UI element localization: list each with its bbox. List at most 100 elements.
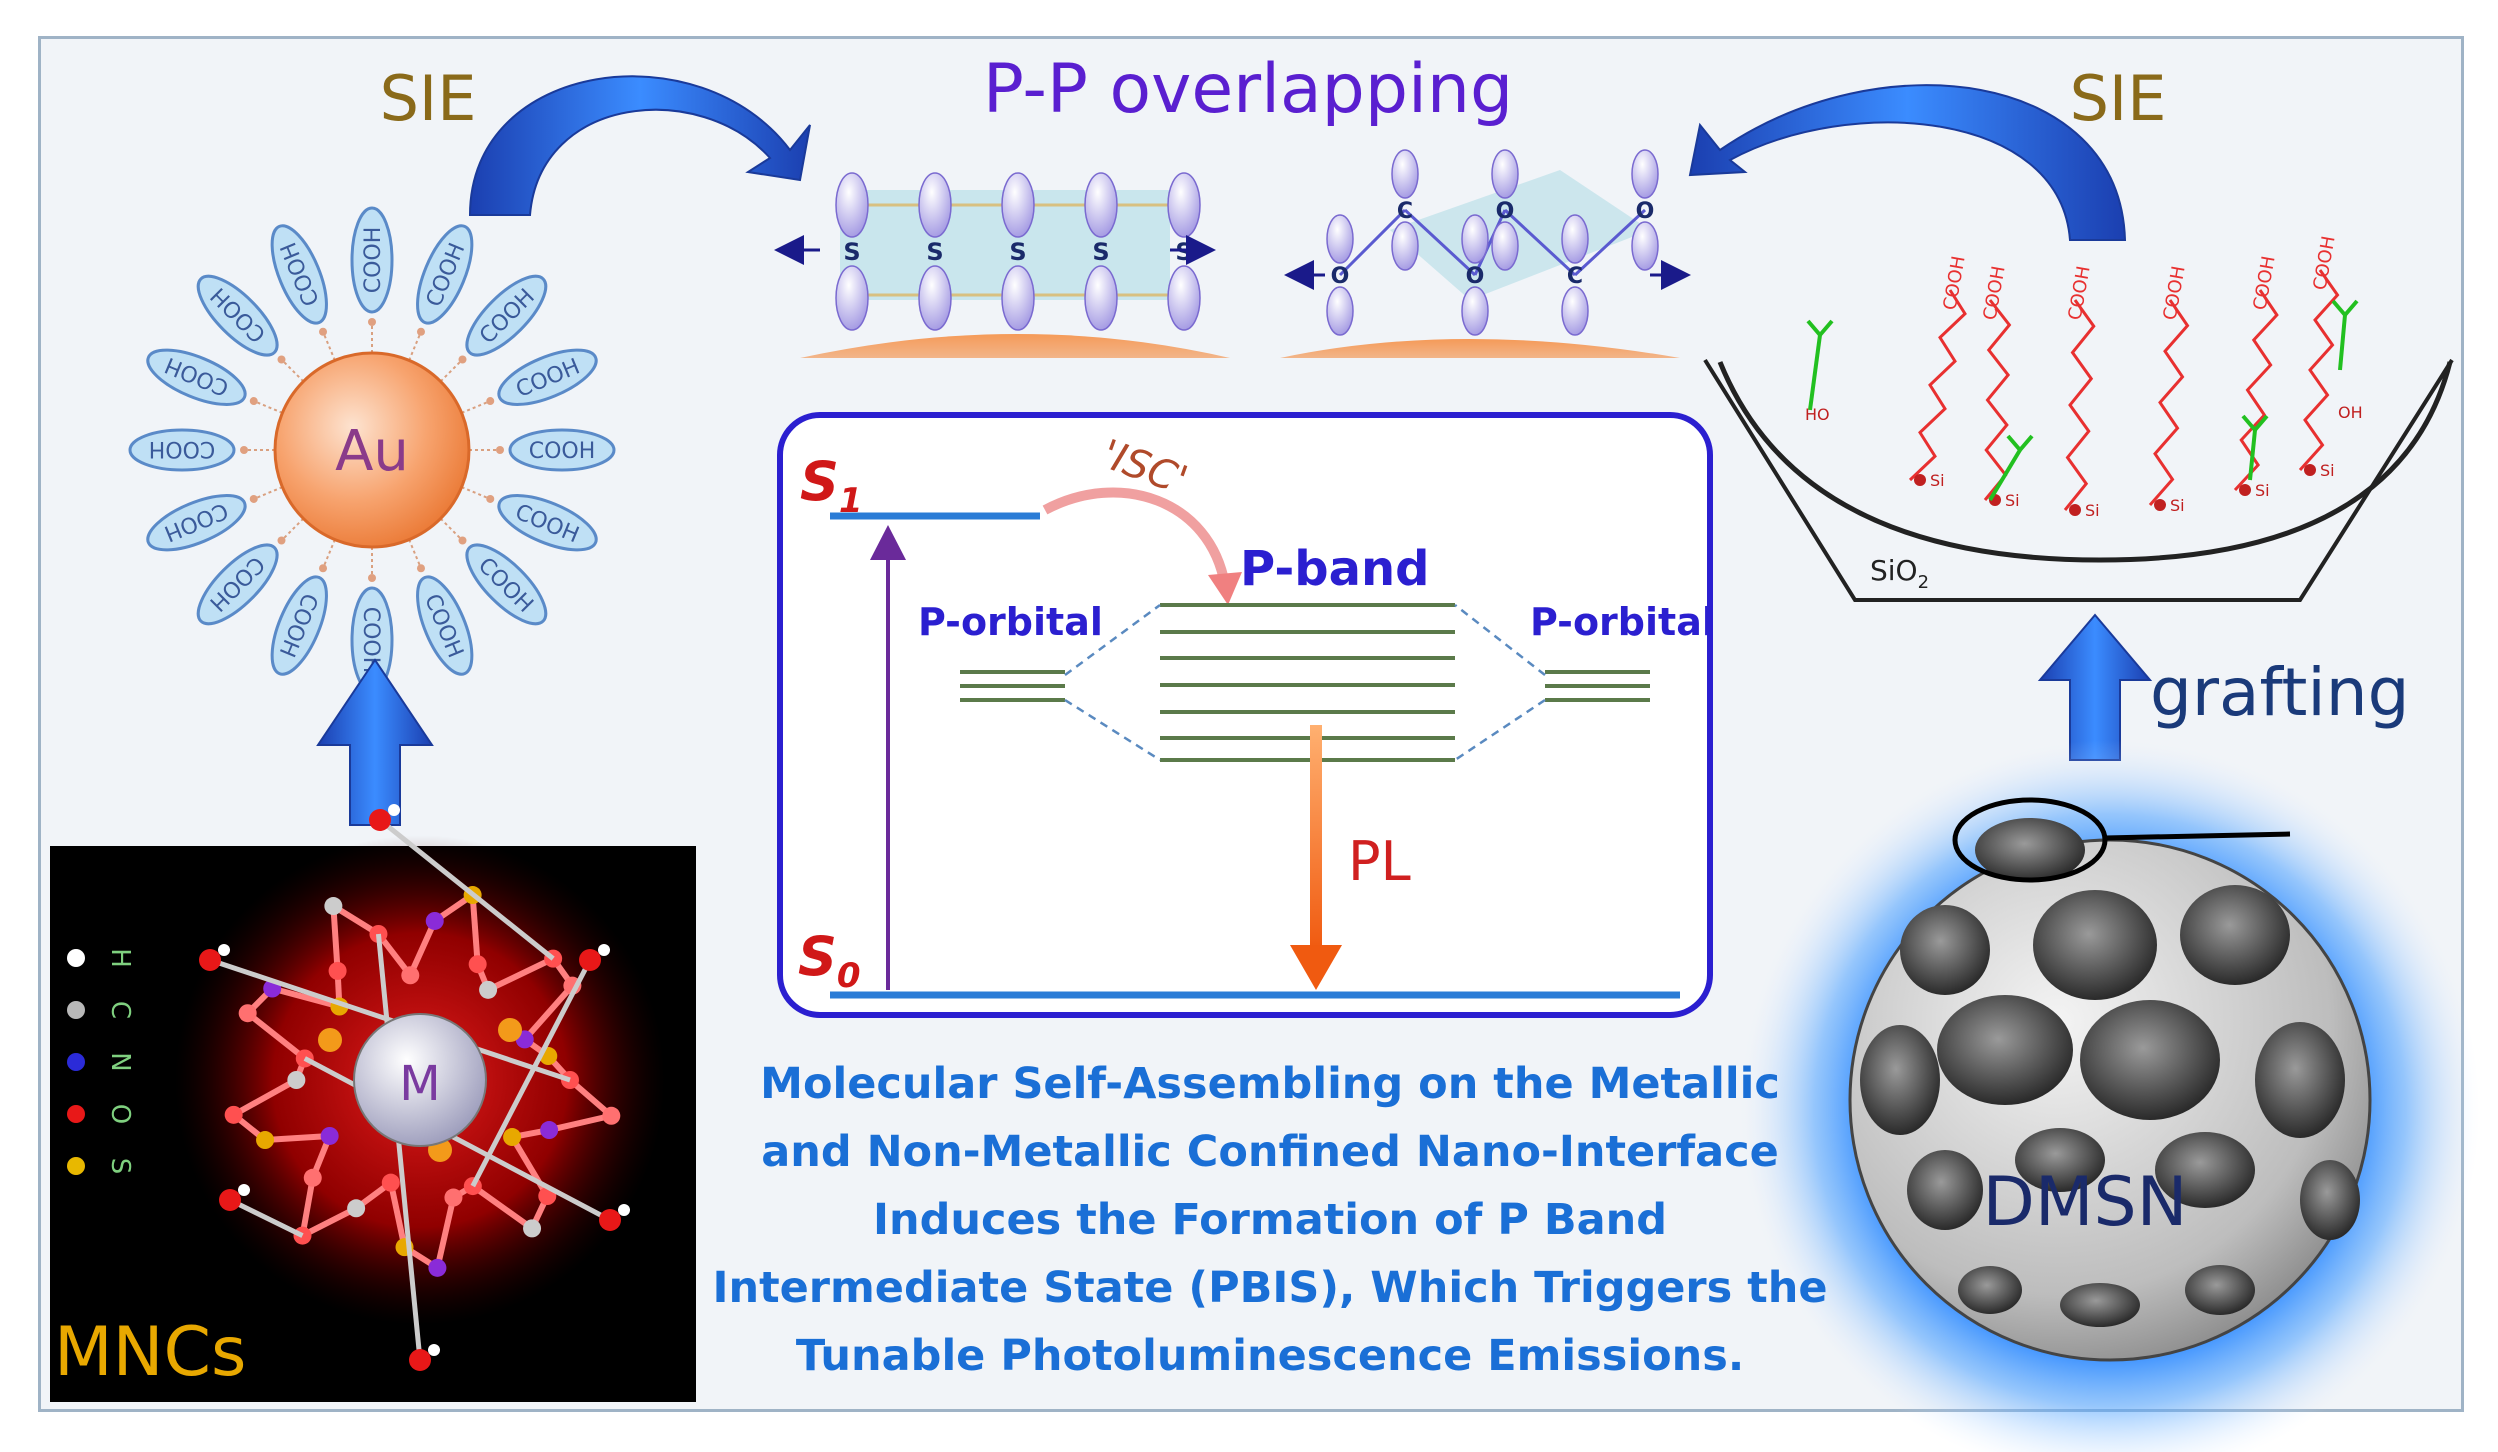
sie-right-label: SIE — [2070, 62, 2167, 135]
ligand-tether — [408, 539, 422, 569]
green-ligand — [1988, 448, 2022, 502]
cooh-chain — [2148, 299, 2190, 506]
si-anchor — [2239, 484, 2251, 496]
au-core — [273, 351, 471, 549]
pp-overlapping-title: P-P overlapping — [983, 50, 1513, 129]
pz-lobe-bottom — [1391, 221, 1419, 271]
bond — [301, 1205, 358, 1239]
atom — [401, 966, 420, 985]
cooh-chain — [1908, 289, 1967, 482]
pore — [2080, 1000, 2220, 1120]
atom-label: O — [1466, 264, 1485, 289]
pz-lobe-bottom — [918, 265, 952, 331]
cooh-ellipse — [146, 494, 247, 552]
cooh-ligand: COOH — [270, 575, 328, 676]
bond — [264, 1132, 330, 1144]
metal-core-label: M — [399, 1056, 440, 1112]
terminal-hydrogen — [428, 1344, 440, 1356]
terminal-hydrogen — [598, 944, 610, 956]
caption-line-5: Tunable Photoluminescence Emissions. — [795, 1331, 1745, 1381]
sulfur-dot — [319, 564, 328, 573]
chain-cooh-label: COOH — [1980, 264, 2010, 321]
cooh-ligand: COOH — [128, 428, 236, 472]
cooh-ellipse — [508, 428, 616, 472]
legend-symbol: H — [105, 948, 135, 968]
sulfur-dot — [416, 327, 425, 336]
ligand-tether — [439, 358, 464, 383]
sulfur-atom-label: S — [926, 238, 943, 266]
cooh-ellipse — [270, 224, 328, 325]
cooh-ligand: COOH — [416, 224, 474, 325]
bond — [486, 955, 555, 993]
atom — [468, 955, 487, 974]
cooh-ellipse — [497, 494, 598, 552]
pz-lobe-top — [1391, 149, 1419, 199]
p-orbital-right-label: P-orbital — [1530, 600, 1715, 644]
legend-dot — [67, 1001, 85, 1019]
sulfur-atom-label: S — [843, 238, 860, 266]
cooh-ellipse — [416, 224, 474, 325]
sulfur-atom-label: S — [1175, 238, 1192, 266]
bond — [434, 1196, 457, 1269]
atom — [523, 1219, 542, 1238]
pz-lobe-bottom — [1561, 286, 1589, 336]
atom — [320, 1126, 339, 1145]
pore — [1958, 1266, 2022, 1314]
si-label: Si — [2085, 501, 2100, 520]
p-band-levels — [1160, 603, 1455, 762]
dmsn-particle: DMSN — [1740, 740, 2480, 1452]
caption-line-2: and Non-Metallic Confined Nano-Interface — [761, 1127, 1779, 1177]
atom — [444, 1188, 463, 1207]
green-ligand-branch — [2241, 414, 2257, 432]
green-ligand-branch — [2331, 299, 2347, 317]
legend-symbol: O — [105, 1104, 135, 1124]
sulfur-atom-label: S — [1092, 238, 1109, 266]
pz-lobe-top — [1167, 172, 1201, 238]
pore — [2180, 885, 2290, 985]
si-anchor — [2304, 464, 2316, 476]
terminal-oxygen — [369, 809, 391, 831]
pz-lobe-bottom — [1084, 265, 1118, 331]
green-ligand-branch — [2018, 434, 2034, 452]
cooh-ligand: COOH — [146, 348, 247, 406]
cooh-chain — [2233, 289, 2279, 492]
sulfur-dot — [368, 318, 376, 326]
sulfur-dot — [249, 494, 258, 503]
pore-highlight-ellipse — [1952, 797, 2108, 883]
ligand-tether — [253, 486, 283, 500]
atom-label: O — [1496, 199, 1515, 224]
pore — [1860, 1025, 1940, 1135]
terminal-hydrogen — [218, 944, 230, 956]
pz-lobe-bottom — [1631, 221, 1659, 271]
legend-symbol: N — [105, 1052, 135, 1071]
pz-lobe-top — [835, 172, 869, 238]
grafting-label: grafting — [2150, 654, 2410, 731]
terminal-oxygen — [219, 1189, 241, 1211]
pz-lobe-bottom — [1326, 286, 1354, 336]
ligand-tether — [322, 539, 336, 569]
atom — [303, 1168, 322, 1187]
atom — [503, 1128, 522, 1147]
pz-lobe-top — [1491, 149, 1519, 199]
silica-surface-bowl: SiO2 COOHSiCOOHSiCOOHSiCOOHSiCOOHSiCOOHS… — [1703, 234, 2454, 602]
si-anchor — [2154, 499, 2166, 511]
green-ligand-branch — [2006, 434, 2022, 452]
pz-lobe-bottom — [1461, 286, 1489, 336]
co-bond — [1403, 208, 1477, 277]
mncs-label: MNCs — [54, 1313, 246, 1392]
si-label: Si — [2320, 461, 2335, 480]
pz-lobe-top — [1001, 172, 1035, 238]
co-bond — [1338, 208, 1407, 277]
pore — [2033, 890, 2157, 1000]
terminal-bond — [378, 818, 555, 961]
atom-label: O — [1636, 199, 1655, 224]
si-label: Si — [2255, 481, 2270, 500]
sulfur-dot — [368, 574, 376, 582]
pore — [2155, 1132, 2255, 1208]
terminal-oxygen — [579, 949, 601, 971]
green-ligand-branch — [1806, 319, 1822, 337]
